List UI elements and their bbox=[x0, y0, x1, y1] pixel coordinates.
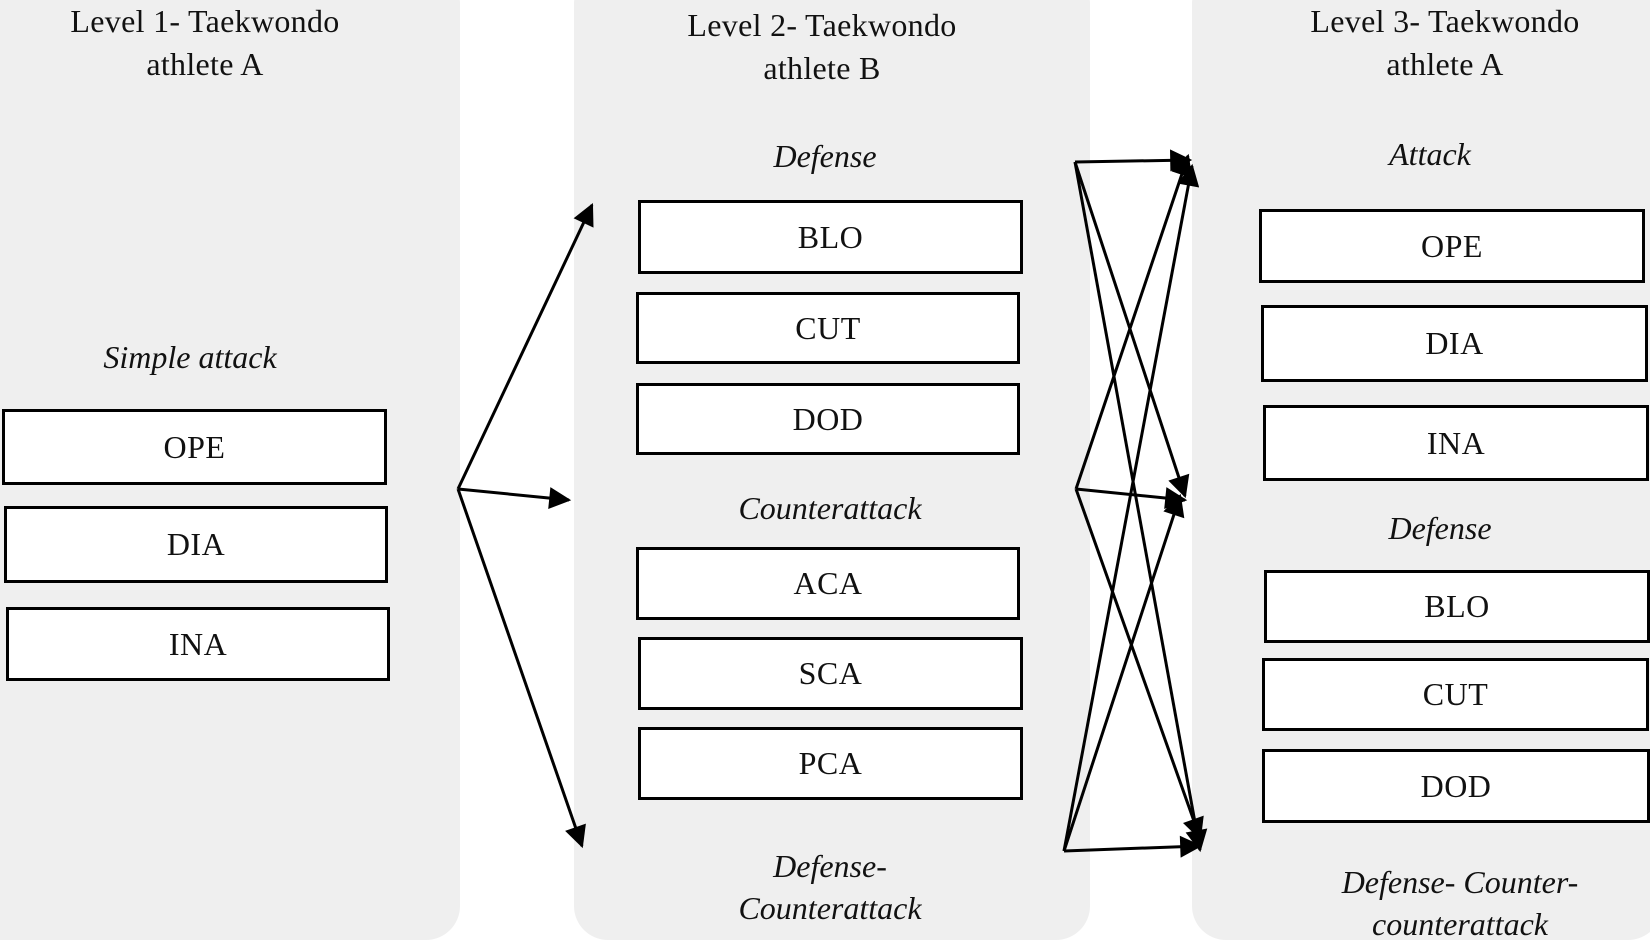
arrow-dca-to-dcc bbox=[1063, 835, 1203, 858]
level2-blo-box: BLO bbox=[638, 200, 1023, 274]
level2-aca-box: ACA bbox=[636, 547, 1020, 620]
level2-cut-box: CUT bbox=[636, 292, 1020, 364]
level3-defense-counter-counterattack-label: Defense- Counter- counterattack bbox=[1341, 864, 1579, 942]
level3-defense-label: Defense bbox=[1388, 510, 1492, 546]
level2-sca-box: SCA bbox=[638, 637, 1023, 710]
level1-simple-attack-label: Simple attack bbox=[103, 339, 277, 375]
arrow-dca-to-attack bbox=[1062, 163, 1200, 852]
level2-defense-label: Defense bbox=[773, 138, 877, 174]
arrow-l1-to-defense bbox=[456, 203, 594, 490]
level1-title: Level 1- Taekwondo athlete A bbox=[70, 3, 340, 82]
level1-dia-box: DIA bbox=[4, 506, 388, 583]
level1-ina-box: INA bbox=[6, 607, 390, 681]
arrow-counterattack-to-attack bbox=[1074, 153, 1193, 490]
level3-attack-label: Attack bbox=[1389, 136, 1471, 172]
level2-counterattack-label: Counterattack bbox=[738, 490, 922, 526]
level3-ina-box: INA bbox=[1263, 405, 1649, 481]
level2-pca-box: PCA bbox=[638, 727, 1023, 800]
level2-dod-box: DOD bbox=[636, 383, 1020, 455]
level2-title: Level 2- Taekwondo athlete B bbox=[687, 7, 957, 86]
level3-title: Level 3- Taekwondo athlete A bbox=[1310, 3, 1580, 82]
level3-ope-box: OPE bbox=[1259, 209, 1645, 283]
level3-dod-box: DOD bbox=[1262, 749, 1650, 823]
arrow-counterattack-to-dcc bbox=[1074, 488, 1204, 841]
level3-cut-box: CUT bbox=[1262, 658, 1649, 731]
arrow-dca-to-defense bbox=[1062, 493, 1185, 852]
level3-blo-box: BLO bbox=[1264, 570, 1650, 643]
level3-dia-box: DIA bbox=[1261, 305, 1648, 382]
arrow-l1-to-counterattack bbox=[457, 487, 572, 509]
level2-defense-counterattack-label: Defense- Counterattack bbox=[738, 848, 922, 926]
arrow-l1-to-defense-counterattack bbox=[456, 488, 586, 849]
arrow-defense-to-attack bbox=[1074, 149, 1193, 172]
arrow-defense-to-dcc bbox=[1073, 161, 1208, 853]
level1-ope-box: OPE bbox=[2, 409, 387, 485]
